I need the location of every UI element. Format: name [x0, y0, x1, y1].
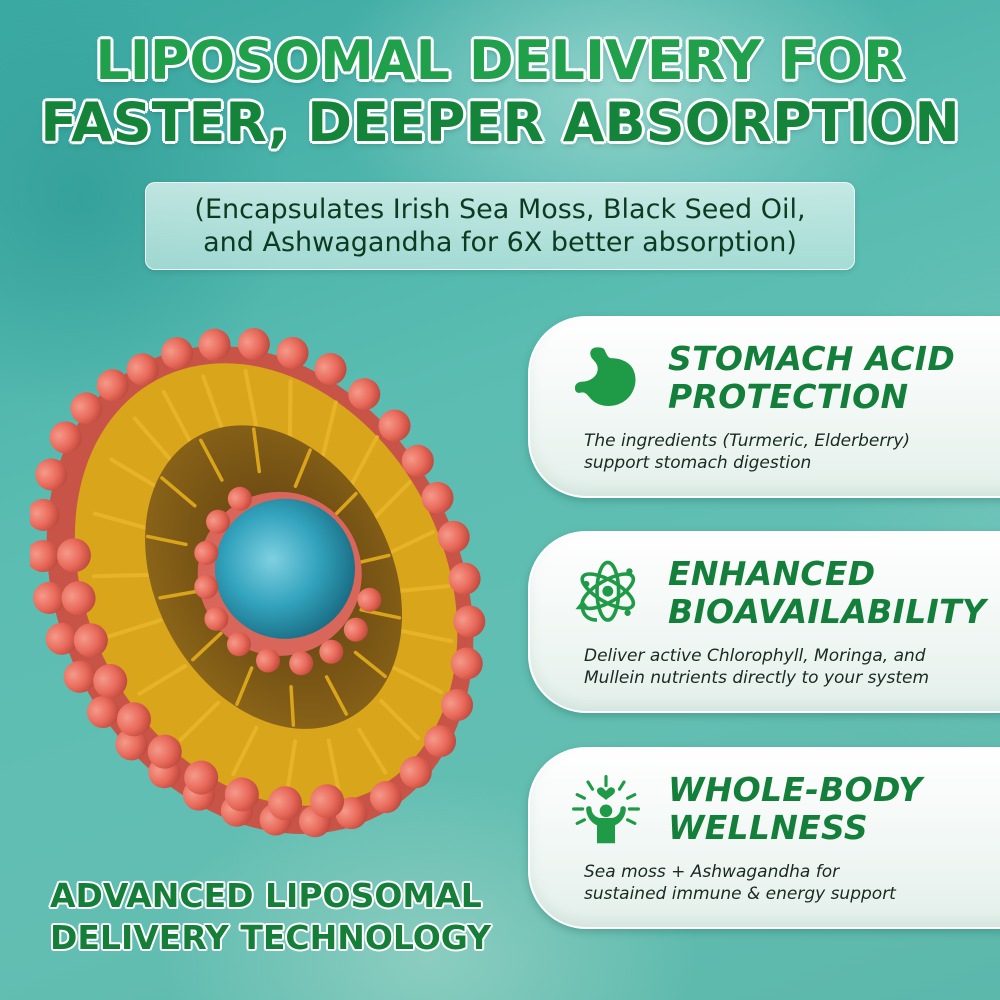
stomach-icon: [574, 347, 636, 406]
feature-description: Deliver active Chlorophyll, Moringa, and…: [584, 645, 929, 689]
feature-description: The ingredients (Turmeric, Elderberry) s…: [584, 430, 910, 474]
feature-desc-line-2: sustained immune & energy support: [584, 884, 896, 904]
feature-title-line-2: PROTECTION: [668, 377, 909, 416]
subtitle-box: (Encapsulates Irish Sea Moss, Black Seed…: [145, 182, 855, 270]
wellness-person-icon: [572, 775, 640, 844]
feature-desc-line-1: Deliver active Chlorophyll, Moringa, and: [584, 646, 926, 666]
feature-card-whole-body-wellness: WHOLE-BODY WELLNESS Sea moss + Ashwagand…: [528, 747, 1000, 929]
feature-title-line-2: WELLNESS: [668, 808, 868, 847]
headline-line-1: LIPOSOMAL DELIVERY FOR: [95, 29, 905, 92]
subtitle-line-1: (Encapsulates Irish Sea Moss, Black Seed…: [194, 194, 806, 225]
headline-line-2: FASTER, DEEPER ABSORPTION: [40, 91, 960, 154]
feature-desc-line-2: Mullein nutrients directly to your syste…: [584, 668, 930, 688]
atom-icon: [575, 560, 636, 622]
bottom-caption: ADVANCED LIPOSOMAL DELIVERY TECHNOLOGY: [50, 875, 491, 959]
headline: LIPOSOMAL DELIVERY FOR FASTER, DEEPER AB…: [0, 30, 1000, 154]
feature-title-line-1: ENHANCED: [668, 554, 876, 593]
feature-desc-line-1: Sea moss + Ashwagandha for: [584, 862, 840, 882]
bottom-caption-line-1: ADVANCED LIPOSOMAL: [50, 876, 482, 915]
feature-desc-line-2: support stomach digestion: [584, 453, 812, 473]
bottom-caption-line-2: DELIVERY TECHNOLOGY: [50, 918, 492, 957]
feature-title-line-2: BIOAVAILABILITY: [668, 592, 987, 631]
feature-title: ENHANCED BIOAVAILABILITY: [668, 555, 986, 631]
feature-title-line-1: WHOLE-BODY: [668, 770, 923, 809]
feature-card-enhanced-bioavailability: ENHANCED BIOAVAILABILITY Deliver active …: [528, 531, 1000, 713]
feature-desc-line-1: The ingredients (Turmeric, Elderberry): [584, 431, 911, 451]
feature-title-line-1: STOMACH ACID: [668, 339, 956, 378]
feature-title: STOMACH ACID PROTECTION: [668, 340, 955, 416]
feature-title: WHOLE-BODY WELLNESS: [668, 771, 922, 847]
subtitle-line-2: and Ashwagandha for 6X better absorption…: [203, 227, 797, 258]
feature-description: Sea moss + Ashwagandha for sustained imm…: [584, 861, 896, 905]
liposome-illustration: [30, 328, 486, 838]
feature-card-stomach-acid-protection: STOMACH ACID PROTECTION The ingredients …: [528, 316, 1000, 498]
